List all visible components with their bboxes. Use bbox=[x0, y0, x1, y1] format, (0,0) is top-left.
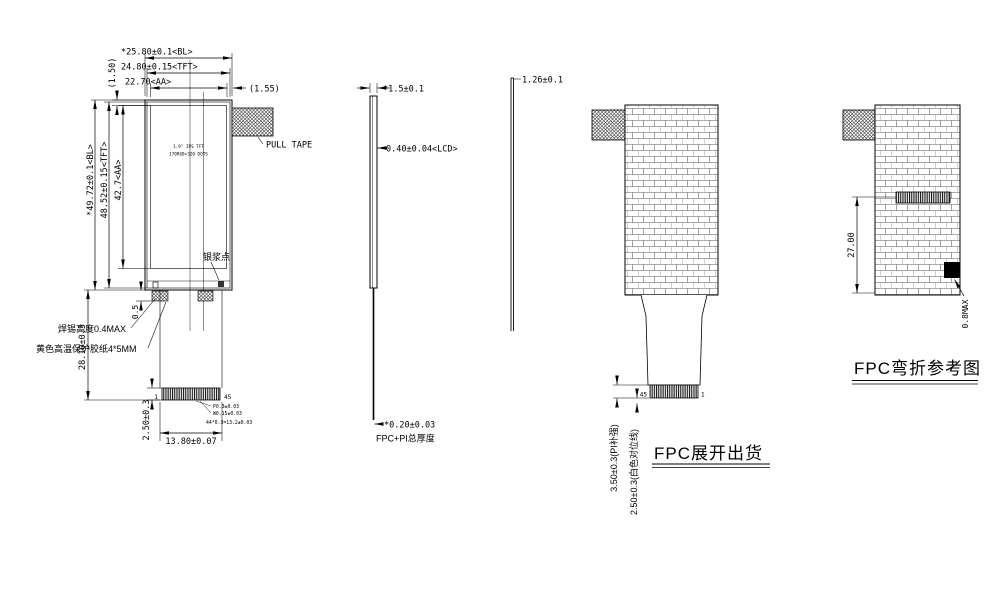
pin-1-label: 1 bbox=[154, 394, 158, 401]
dim-flange: 0.5 bbox=[131, 305, 140, 320]
dim-lcd-thickness: 0.40±0.04<LCD> bbox=[386, 145, 458, 155]
solder-height-note: 焊锡高度0.4MAX bbox=[58, 323, 126, 334]
stack-profile bbox=[369, 95, 378, 289]
pin-width-note: W0.15±0.03 bbox=[213, 411, 242, 417]
screen-spec-line1: 1.9" IPS TFT bbox=[173, 144, 204, 150]
unfolded-view: 45 1 3.50±0.3(PI补强) 2.50±0.3(白色对位线) FPC展… bbox=[591, 104, 770, 515]
dim-tft-width: 24.80±0.15<TFT> bbox=[121, 63, 198, 73]
dim-alignment-line: 2.50±0.3(白色对位线) bbox=[628, 429, 639, 515]
dim-connector-width: 13.80±0.07 bbox=[165, 437, 216, 447]
dim-top-gap: (1.50) bbox=[108, 58, 118, 89]
dim-component-max: 0.8MAX bbox=[961, 299, 970, 328]
pull-tape-label: PULL TAPE bbox=[266, 141, 312, 151]
tft-outline bbox=[146, 101, 231, 289]
bent-view: 27.00 0.8MAX FPC弯折参考图 bbox=[842, 104, 981, 385]
dim-right-gap: (1.55) bbox=[249, 85, 280, 95]
dim-bl-width: *25.80±0.1<BL> bbox=[121, 48, 193, 58]
side-dim-lines bbox=[357, 83, 390, 426]
connector-pins-back bbox=[649, 384, 699, 399]
front-panel-outlines bbox=[144, 60, 233, 331]
pull-tape bbox=[231, 107, 274, 137]
fpc-back-tail bbox=[640, 294, 708, 386]
connector-pins bbox=[161, 387, 221, 401]
pin-span-note: 44*0.3=13.2±0.03 bbox=[206, 420, 252, 426]
pin-1-label-back: 1 bbox=[701, 392, 705, 399]
unfolded-dim-lines bbox=[613, 375, 649, 413]
dim-pin-depth: 2.50±0.3 bbox=[142, 400, 152, 441]
front-view: *25.80±0.1<BL> 24.80±0.15<TFT> 22.70<AA>… bbox=[36, 48, 312, 448]
screen-spec-line2: 170RGB×320 DOTS bbox=[169, 152, 208, 158]
dim-profile-thickness: 1.26±0.1 bbox=[522, 76, 563, 86]
dim-fpc-length: 28.10±0.5 bbox=[78, 324, 88, 370]
tape-component bbox=[197, 290, 214, 302]
aa-outline bbox=[150, 105, 227, 269]
folded-connector bbox=[895, 191, 951, 204]
dim-tft-height: 48.52±0.15<TFT> bbox=[100, 142, 110, 219]
silver-dot-label: 银浆点 bbox=[203, 251, 230, 262]
bent-title: FPC弯折参考图 bbox=[854, 359, 981, 378]
dim-total-thickness: *1.5±0.1 bbox=[383, 85, 424, 95]
profile-view: 1.26±0.1 bbox=[510, 76, 563, 331]
protective-tape-note: 黄色高温保护胶纸4*5MM bbox=[36, 343, 137, 354]
pin-pitch-note: P0.3±0.03 bbox=[213, 404, 239, 410]
pin-45-label: 45 bbox=[224, 394, 232, 401]
dim-fold-height: 27.00 bbox=[847, 232, 857, 258]
bent-dim-lines bbox=[852, 196, 965, 297]
unfolded-title: FPC展开出货 bbox=[654, 444, 763, 463]
dim-aa-height: 42.7<AA> bbox=[114, 160, 124, 201]
side-view: *1.5±0.1 0.40±0.04<LCD> *0.20±0.03 FPC+P… bbox=[357, 83, 458, 444]
fpc-thickness-label: FPC+PI总厚度 bbox=[376, 433, 435, 444]
component-block bbox=[944, 262, 960, 278]
dim-fpc-thickness: *0.20±0.03 bbox=[384, 421, 435, 431]
dim-pi-stiffener: 3.50±0.3(PI补强) bbox=[608, 424, 619, 491]
silver-paste-dot bbox=[218, 281, 224, 287]
fpc-back-body bbox=[624, 104, 719, 296]
bl-outline bbox=[144, 99, 233, 291]
dim-bl-height: *49.72±0.1<BL> bbox=[86, 144, 96, 216]
front-fpc-tail bbox=[151, 290, 223, 414]
pull-tape-back bbox=[591, 109, 626, 141]
pin-45-label-back: 45 bbox=[640, 392, 648, 399]
dim-aa-width: 22.70<AA> bbox=[125, 78, 171, 88]
pull-tape-bent bbox=[842, 109, 876, 141]
front-dim-lines bbox=[84, 53, 246, 441]
